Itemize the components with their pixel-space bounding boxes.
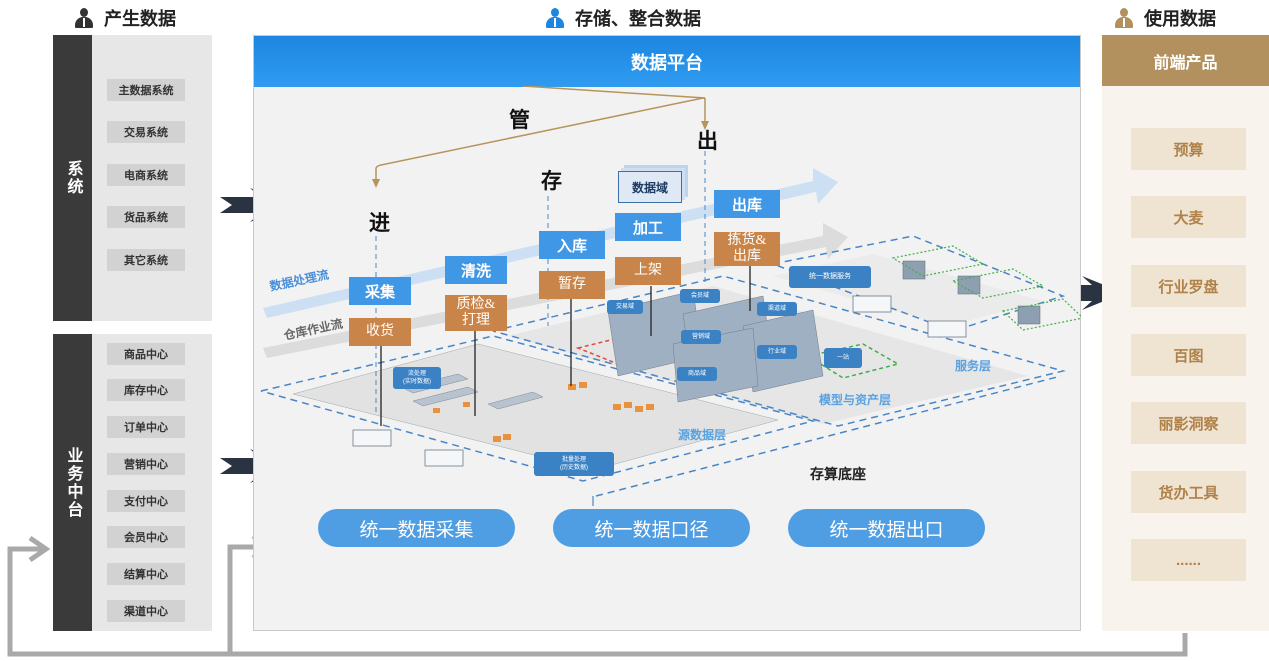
middle-office-item: 营销中心 — [107, 453, 185, 475]
step-collect: 采集 — [349, 277, 411, 305]
step-store: 入库 — [539, 231, 605, 259]
compute-base-label: 存算底座 — [810, 466, 866, 482]
person-icon — [74, 8, 94, 28]
person-icon — [545, 8, 565, 28]
middle-office-item: 会员中心 — [107, 526, 185, 548]
system-item: 电商系统 — [107, 164, 185, 186]
system-item: 货品系统 — [107, 206, 185, 228]
product-item[interactable]: 丽影洞察 — [1131, 402, 1246, 444]
middle-office-item: 订单中心 — [107, 416, 185, 438]
step-clean: 清洗 — [445, 256, 507, 284]
step-process: 加工 — [615, 213, 681, 241]
system-item: 其它系统 — [107, 249, 185, 271]
produce-data-header: 产生数据 — [74, 2, 176, 34]
data-domain-stack: 数据域 — [618, 171, 682, 203]
in-label: 进 — [369, 212, 390, 235]
middle-office-item: 支付中心 — [107, 490, 185, 512]
tag-stream: 流处理 (实时数据) — [393, 367, 441, 389]
step-pick: 拣货& 出库 — [714, 232, 780, 266]
step-receive: 收货 — [349, 318, 411, 346]
middle-office-item: 结算中心 — [107, 563, 185, 585]
tag-domain: 行业域 — [757, 345, 797, 359]
step-inspect: 质检& 打理 — [445, 295, 507, 331]
product-item[interactable]: 行业罗盘 — [1131, 265, 1246, 307]
platform-title: 数据平台 — [254, 36, 1080, 87]
step-stage: 暂存 — [539, 271, 605, 299]
front-products-panel: 前端产品 预算 大麦 行业罗盘 百图 丽影洞察 货办工具 ...... — [1102, 35, 1269, 631]
front-products-title: 前端产品 — [1102, 35, 1269, 86]
tag-batch: 批量处理 (历史数据) — [534, 452, 614, 476]
store-label: 存 — [541, 170, 562, 193]
source-layer-label: 源数据层 — [678, 428, 727, 442]
system-item: 主数据系统 — [107, 79, 185, 101]
product-item[interactable]: 预算 — [1131, 128, 1246, 170]
tag-unified-service: 统一数据服务 — [789, 266, 871, 288]
middle-office-label: 业务中台 — [53, 334, 92, 631]
middle-office-item: 库存中心 — [107, 379, 185, 401]
use-data-header: 使用数据 — [1114, 2, 1216, 34]
product-item[interactable]: 大麦 — [1131, 196, 1246, 238]
manage-label: 管 — [509, 109, 530, 132]
system-item: 交易系统 — [107, 121, 185, 143]
out-label: 出 — [697, 130, 718, 153]
step-shelve: 上架 — [615, 257, 681, 285]
middle-office-item: 渠道中心 — [107, 600, 185, 622]
service-layer-label: 服务层 — [955, 359, 992, 373]
tag-domain: 交易域 — [607, 300, 643, 314]
arrow-platform-to-front — [1052, 276, 1124, 310]
tag-domain: 商品域 — [677, 367, 717, 381]
model-layer-label: 模型与资产层 — [819, 393, 892, 407]
store-data-header: 存储、整合数据 — [545, 2, 701, 34]
systems-label: 系统 — [53, 35, 92, 321]
tag-domain: 一站 — [824, 348, 862, 368]
product-item: ...... — [1131, 539, 1246, 581]
unified-metrics-pill: 统一数据口径 — [553, 509, 750, 547]
tag-domain: 营销域 — [681, 330, 721, 344]
product-item[interactable]: 百图 — [1131, 334, 1246, 376]
step-output: 出库 — [714, 190, 780, 218]
tag-domain: 渠道域 — [757, 302, 797, 316]
tag-domain: 会员域 — [680, 289, 720, 303]
unified-output-pill: 统一数据出口 — [788, 509, 985, 547]
product-item[interactable]: 货办工具 — [1131, 471, 1246, 513]
middle-office-item: 商品中心 — [107, 343, 185, 365]
unified-collection-pill: 统一数据采集 — [318, 509, 515, 547]
person-icon — [1114, 8, 1134, 28]
